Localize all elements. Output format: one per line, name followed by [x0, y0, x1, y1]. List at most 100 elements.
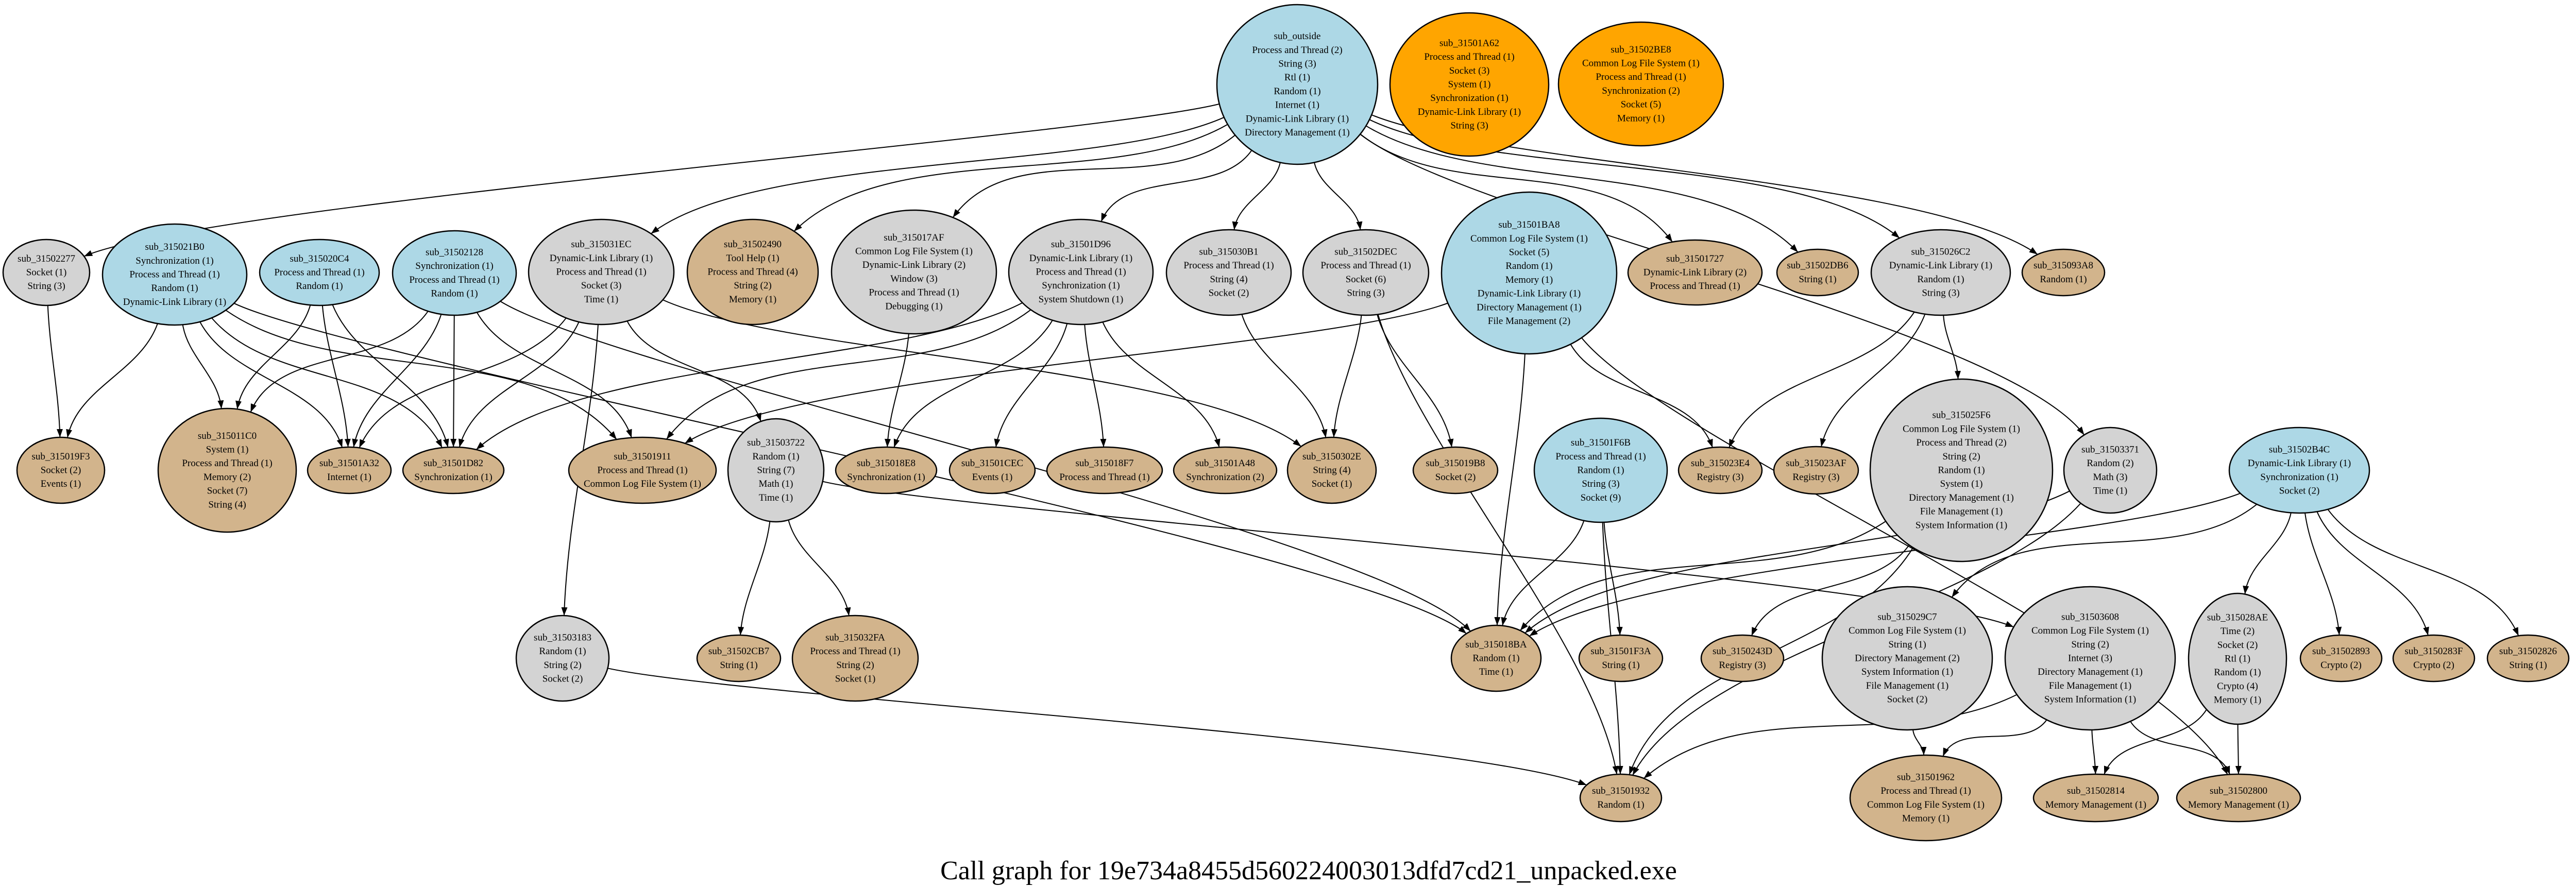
- node-ellipse[interactable]: [1700, 634, 1785, 683]
- node-ellipse[interactable]: [2063, 427, 2158, 514]
- node-ellipse[interactable]: [1440, 191, 1618, 355]
- node-ellipse[interactable]: [1389, 12, 1550, 157]
- node-ellipse[interactable]: [1870, 229, 2011, 316]
- node-ellipse[interactable]: [1008, 218, 1154, 326]
- node-ellipse[interactable]: [2032, 773, 2159, 823]
- node-ellipse[interactable]: [791, 615, 919, 702]
- node-ellipse[interactable]: [948, 446, 1036, 494]
- node-ellipse[interactable]: [1450, 624, 1542, 692]
- node-ellipse[interactable]: [2392, 634, 2476, 683]
- node-ellipse[interactable]: [1302, 229, 1430, 316]
- node-ellipse[interactable]: [1286, 436, 1377, 504]
- node-ellipse[interactable]: [696, 634, 782, 683]
- node-ellipse[interactable]: [2299, 634, 2383, 683]
- node-ellipse[interactable]: [2176, 773, 2301, 823]
- node-ellipse[interactable]: [2, 238, 91, 306]
- node-ellipse[interactable]: [1627, 239, 1763, 306]
- node-ellipse[interactable]: [307, 446, 392, 494]
- node-ellipse[interactable]: [1412, 446, 1499, 494]
- node-ellipse[interactable]: [528, 218, 675, 326]
- node-ellipse[interactable]: [16, 436, 106, 504]
- node-ellipse[interactable]: [1579, 773, 1663, 823]
- node-ellipse[interactable]: [259, 238, 380, 306]
- node-ellipse[interactable]: [1821, 586, 1993, 731]
- node-ellipse[interactable]: [101, 223, 248, 326]
- node-ellipse[interactable]: [1165, 229, 1292, 316]
- node-ellipse[interactable]: [1557, 21, 1724, 147]
- node-ellipse[interactable]: [392, 230, 517, 316]
- node-ellipse[interactable]: [1046, 446, 1163, 494]
- node-ellipse[interactable]: [1773, 446, 1859, 495]
- node-ellipse[interactable]: [1216, 4, 1379, 165]
- node-ellipse[interactable]: [835, 446, 938, 494]
- node-ellipse[interactable]: [2004, 586, 2176, 731]
- node-ellipse[interactable]: [568, 436, 717, 504]
- node-ellipse[interactable]: [1677, 446, 1763, 494]
- node-ellipse[interactable]: [2486, 634, 2570, 683]
- node-ellipse[interactable]: [1776, 248, 1859, 297]
- node-ellipse[interactable]: [157, 407, 297, 533]
- node-ellipse[interactable]: [727, 418, 825, 523]
- node-ellipse[interactable]: [1173, 446, 1278, 494]
- node-ellipse[interactable]: [2021, 248, 2106, 297]
- node-ellipse[interactable]: [1578, 634, 1664, 683]
- node-ellipse[interactable]: [1849, 754, 2003, 842]
- node-ellipse[interactable]: [515, 615, 610, 702]
- node-ellipse[interactable]: [2228, 427, 2370, 514]
- node-ellipse[interactable]: [831, 209, 997, 335]
- node-ellipse[interactable]: [1869, 378, 2054, 562]
- node-ellipse[interactable]: [402, 446, 505, 494]
- node-ellipse[interactable]: [2188, 592, 2287, 725]
- node-ellipse[interactable]: [1533, 417, 1668, 523]
